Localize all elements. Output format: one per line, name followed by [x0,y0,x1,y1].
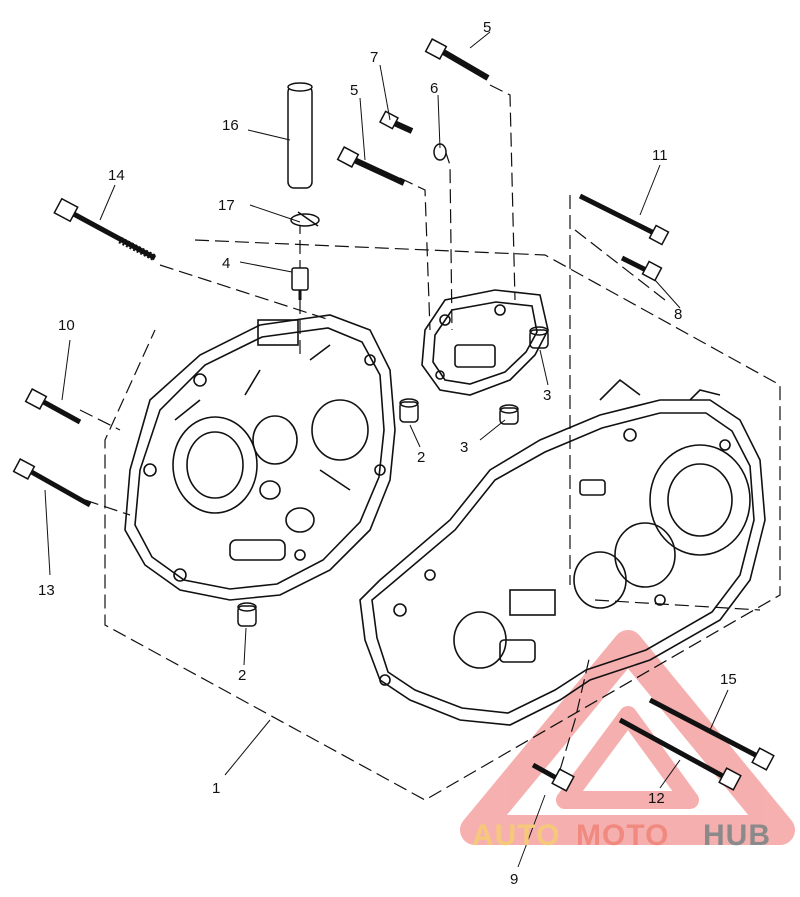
bolt-11 [578,193,670,246]
bolt-5b [336,146,406,186]
dashed-assembly-lines [79,84,781,801]
callout-5a: 5 [483,19,491,36]
callout-4: 4 [222,255,230,272]
dowel-pin-2a [399,398,419,423]
callout-3a: 3 [543,387,551,404]
watermark-word-hub: HUB [703,819,771,852]
bolt-13 [12,458,92,508]
watermark-word-auto: AUTO [472,819,560,852]
callout-5b: 5 [350,82,358,99]
callout-12: 12 [648,790,665,807]
bolt-8 [620,255,663,282]
callout-9: 9 [510,871,518,888]
callout-2a: 2 [417,449,425,466]
callout-15: 15 [720,671,737,688]
bolt-7 [378,110,414,134]
watermark-triangle-inner [556,706,699,809]
callout-1: 1 [212,780,220,797]
watermark-text: AUTO MOTO HUB [472,819,771,852]
clip-17 [290,211,320,227]
watermark-logo [460,630,795,845]
callout-2b: 2 [238,667,246,684]
callout-labels: 1 2 2 3 3 4 5 5 6 7 8 9 10 11 12 13 14 1… [38,19,737,888]
callout-10: 10 [58,317,75,334]
callout-7: 7 [370,49,378,66]
bolt-10 [24,388,82,425]
bolts [12,38,775,792]
bolt-14 [53,197,157,262]
dowel-pins [237,326,549,627]
callout-8: 8 [674,306,682,323]
dowel-pin-3a [529,326,549,349]
watermark-triangle-outer [460,630,795,845]
bolt-12 [618,717,742,791]
callout-17: 17 [218,197,235,214]
callout-6: 6 [430,80,438,97]
pipe-16 [287,82,313,189]
callout-11: 11 [652,147,668,164]
callout-3b: 3 [460,439,468,456]
callout-16: 16 [222,117,239,134]
callout-14: 14 [108,167,125,184]
right-crankcase-half [359,378,766,726]
fitting-4 [291,267,309,300]
left-crankcase-half [124,314,396,601]
bolt-9 [531,762,575,792]
leader-lines [44,31,729,868]
callout-13: 13 [38,582,55,599]
watermark-word-moto: MOTO [576,819,669,852]
dowel-pin-3b [499,404,519,425]
breather-cover [421,289,549,396]
bolt-15 [648,697,775,771]
bolt-5a [424,38,490,81]
dowel-pin-2b [237,602,257,627]
